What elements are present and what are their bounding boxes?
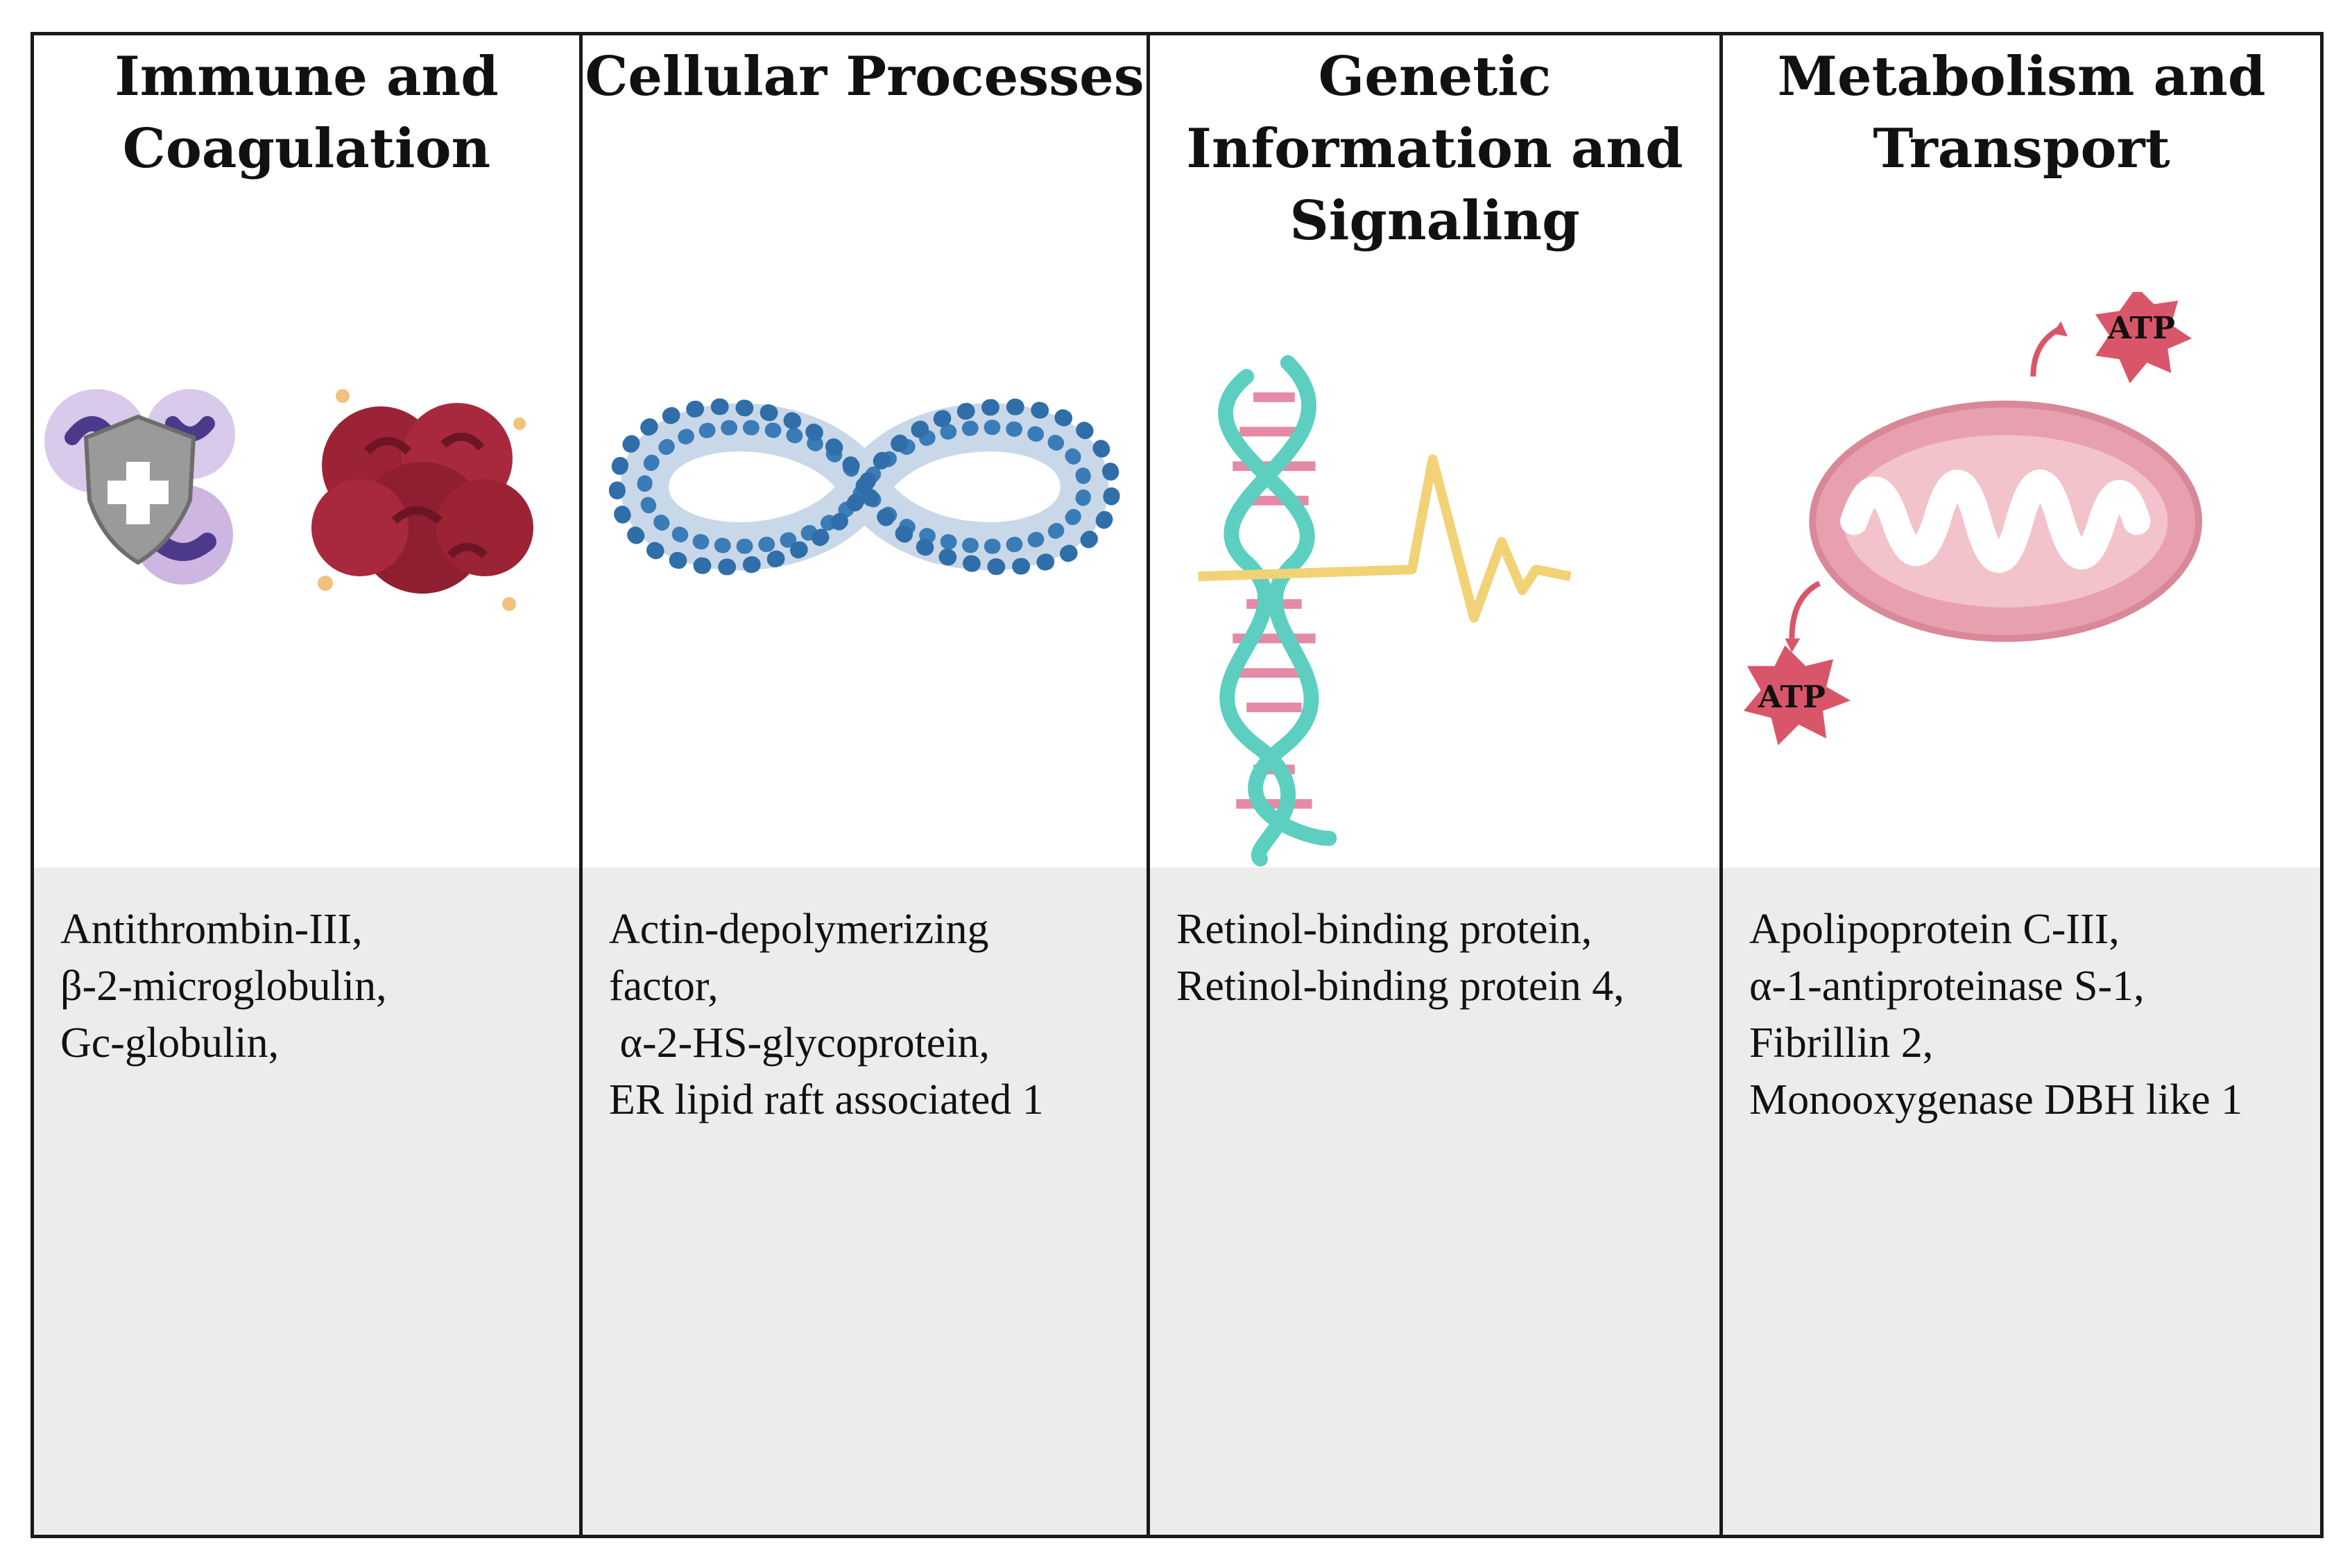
column-title: Genetic Information and Signaling <box>1186 45 1683 252</box>
protein-item: Gc-globulin, <box>60 1019 280 1067</box>
protein-item: Apolipoprotein C-III, <box>1749 906 2120 953</box>
immune-clot-illustration <box>34 292 579 902</box>
atp-label: ATP <box>1758 680 1826 715</box>
column-title: Cellular Processes <box>585 45 1144 108</box>
protein-list: Retinol-binding protein, Retinol-binding… <box>1150 868 1719 1535</box>
dna-helix-icon <box>1218 355 1337 867</box>
column-cellular-processes: Cellular Processes Actin-depolymerizing … <box>579 35 1147 1535</box>
protein-item: Fibrillin 2, <box>1749 1019 1934 1067</box>
protein-item: factor, <box>609 963 719 1010</box>
column-title: Metabolism and Transport <box>1777 45 2266 180</box>
protein-item: Retinol-binding protein 4, <box>1176 963 1624 1010</box>
protein-item: Retinol-binding protein, <box>1176 906 1593 953</box>
atp-star-icon: ATP <box>1743 580 1851 746</box>
protein-list: Apolipoprotein C-III, α-1-antiproteinase… <box>1723 868 2320 1535</box>
column-genetic-signaling: Genetic Information and Signaling <box>1147 35 1719 1535</box>
signal-wave-icon <box>1198 454 1572 623</box>
protein-item: Actin-depolymerizing <box>609 906 989 953</box>
column-metabolism-transport: Metabolism and Transport ATP ATP <box>1719 35 2320 1535</box>
protein-item: ER lipid raft associated 1 <box>609 1076 1044 1123</box>
protein-item: α-1-antiproteinase S-1, <box>1749 963 2145 1010</box>
column-title: Immune and Coagulation <box>114 45 499 180</box>
protein-item: α-2-HS-glycoprotein, <box>609 1019 990 1067</box>
dna-signal-illustration <box>1150 292 1719 902</box>
mitochondrion-illustration: ATP ATP <box>1723 286 2320 902</box>
blood-clot-icon <box>311 389 533 611</box>
protein-list: Antithrombin-III, β-2-microglobulin, Gc-… <box>34 868 579 1535</box>
mitochondrion-icon <box>1809 400 2202 642</box>
atp-label: ATP <box>2107 311 2175 346</box>
column-immune-coagulation: Immune and Coagulation <box>34 35 579 1535</box>
protein-item: Antithrombin-III, <box>60 906 363 953</box>
shield-icon <box>83 414 196 565</box>
protein-list: Actin-depolymerizing factor, α-2-HS-glyc… <box>583 868 1147 1535</box>
infinity-illustration <box>583 292 1147 902</box>
figure-frame: Immune and Coagulation <box>31 32 2324 1538</box>
protein-item: β-2-microglobulin, <box>60 963 387 1010</box>
protein-item: Monooxygenase DBH like 1 <box>1749 1076 2243 1123</box>
infinity-loop-icon <box>608 398 1121 576</box>
atp-star-icon: ATP <box>2030 286 2192 384</box>
